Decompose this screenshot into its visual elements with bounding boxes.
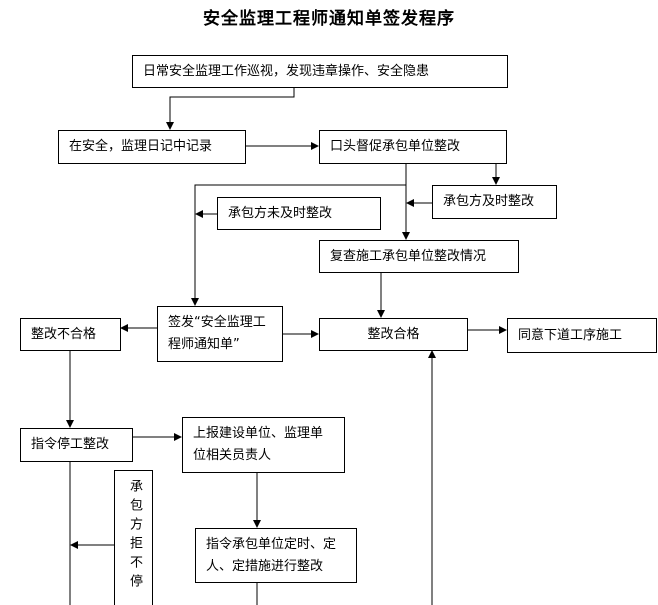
box-unqualified: 整改不合格 (20, 318, 121, 351)
box-order-fix: 指令承包单位定时、定人、定措施进行整改 (195, 528, 357, 583)
arrow-to-issue-notice (191, 184, 406, 306)
box-issue-notice: 签发“安全监理工程师通知单” (157, 306, 283, 362)
box-verbal: 口头督促承包单位整改 (319, 130, 507, 164)
box-stop-work: 指令停工整改 (20, 428, 133, 462)
box-not-timely: 承包方未及时整改 (217, 197, 381, 230)
box-next-process: 同意下道工序施工 (507, 318, 657, 353)
box-recheck: 复查施工承包单位整改情况 (319, 240, 519, 273)
box-timely: 承包方及时整改 (432, 185, 557, 219)
arrow-patrol-to-record (166, 87, 295, 130)
page-title: 安全监理工程师通知单签发程序 (203, 9, 455, 29)
box-report: 上报建设单位、监理单位相关员责人 (182, 417, 345, 473)
box-record: 在安全，监理日记中记录 (58, 130, 246, 164)
box-qualified: 整改合格 (319, 318, 468, 351)
box-refuse: 承包方拒不停 (114, 470, 153, 605)
box-patrol: 日常安全监理工作巡视，发现违章操作、安全隐患 (132, 55, 508, 88)
